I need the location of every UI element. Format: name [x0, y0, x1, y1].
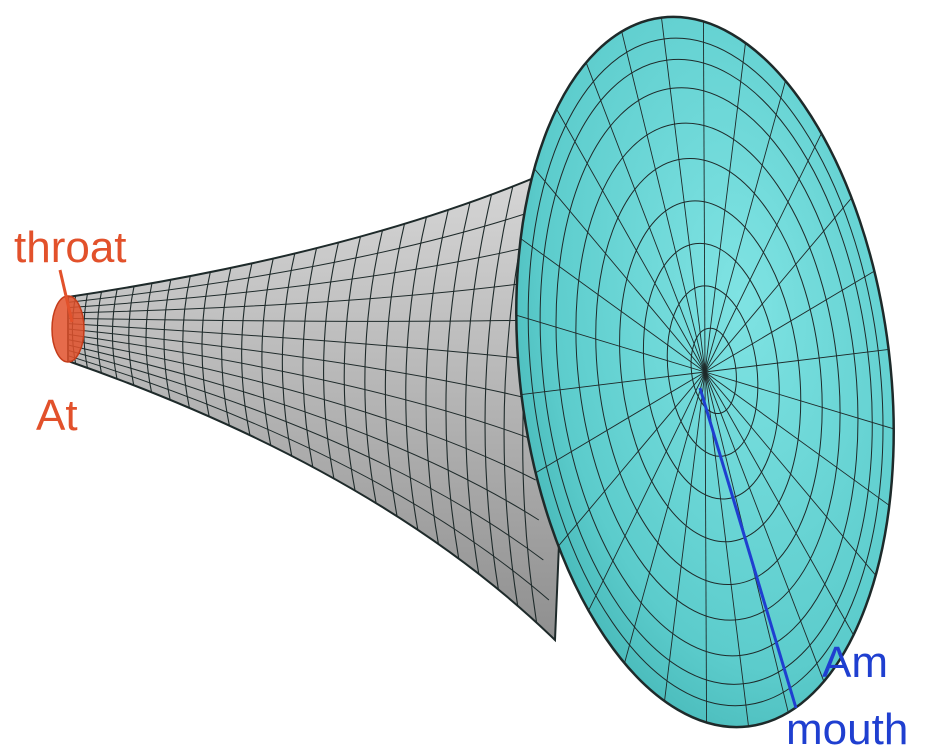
horn-ring-line: [445, 202, 471, 559]
mouth-spoke-line: [704, 80, 786, 373]
mouth-spoke-line: [704, 371, 708, 723]
horn-surface: [67, 158, 577, 643]
mouth-spoke-line: [704, 42, 746, 373]
mouth-label: mouth: [786, 705, 908, 754]
throat-leader-line: [58, 269, 74, 323]
horn-ring-line: [145, 283, 153, 393]
horn-long-line: [67, 339, 536, 481]
horn-ring-line: [111, 289, 118, 379]
horn-ring-line: [128, 286, 135, 386]
horn-ring-line: [323, 242, 339, 479]
mouth-spoke-line: [585, 62, 706, 373]
mouth-spoke-line: [588, 371, 706, 611]
mouth-spoke-line: [558, 371, 706, 547]
horn-long-line: [67, 344, 540, 521]
horn-ring-line: [364, 230, 384, 504]
horn-ring-line: [484, 186, 514, 590]
horn-long-line: [67, 239, 557, 309]
mouth-spoke-line: [624, 371, 706, 664]
horn-ring-line: [384, 223, 406, 517]
mouth-spoke-line: [535, 371, 706, 474]
horn-ring-line: [221, 267, 232, 426]
mouth-spoke-line: [704, 371, 890, 506]
mouth-leader-line: [698, 387, 798, 709]
mouth-spoke-line: [704, 133, 822, 373]
mouth-spoke-line: [533, 168, 706, 373]
horn-longitudinal-mesh: [67, 199, 566, 601]
throat-label: throat: [14, 223, 127, 272]
mouth-spoke-line: [664, 371, 706, 702]
mouth-area-label: Am: [822, 638, 888, 687]
mouth-spoke-line: [516, 314, 706, 373]
mouth-spoke-line: [704, 270, 875, 373]
horn-ring-line: [261, 258, 274, 446]
mouth-mesh: [516, 17, 894, 727]
mouth-spoke-line: [556, 108, 706, 373]
horn-long-line: [67, 199, 566, 303]
mouth-spoke-line: [621, 31, 706, 373]
horn-long-line: [67, 355, 550, 601]
mouth-disk: [515, 15, 895, 729]
mouth-spoke-line: [704, 371, 825, 682]
horn-ring-line: [241, 263, 253, 436]
horn-ring-line: [281, 253, 296, 457]
mouth-spoke-line: [704, 371, 877, 576]
mouth-spoke-line: [704, 371, 894, 430]
horn-long-line: [67, 349, 544, 561]
horn-long-line: [67, 317, 543, 322]
mouth-spoke-line: [661, 17, 706, 373]
horn-ring-line: [465, 194, 493, 574]
mouth-spoke-line: [520, 238, 706, 373]
mouth-spoke-line: [702, 21, 706, 373]
mouth-spoke-line: [521, 371, 706, 395]
horn-ring-line: [302, 248, 318, 468]
horn-long-line: [67, 323, 538, 361]
mouth-spoke-line: [704, 349, 889, 373]
mouth-spoke-line: [704, 371, 854, 636]
mouth-spoke-line: [704, 197, 852, 373]
throat-area-label: At: [36, 391, 78, 440]
horn-ring-line: [425, 209, 449, 545]
horn-long-line: [67, 333, 535, 441]
horn-long-line: [67, 279, 549, 314]
horn-ring-line: [163, 279, 172, 400]
horn-ring-line: [96, 291, 103, 374]
horn-ring-line: [343, 236, 361, 491]
horn-ring-line: [405, 216, 427, 530]
horn-long-line: [67, 328, 536, 401]
horn-ring-line: [182, 275, 191, 409]
horn-ring-line: [201, 271, 211, 417]
horn-body: [67, 158, 577, 643]
throat-disk: [51, 295, 85, 363]
